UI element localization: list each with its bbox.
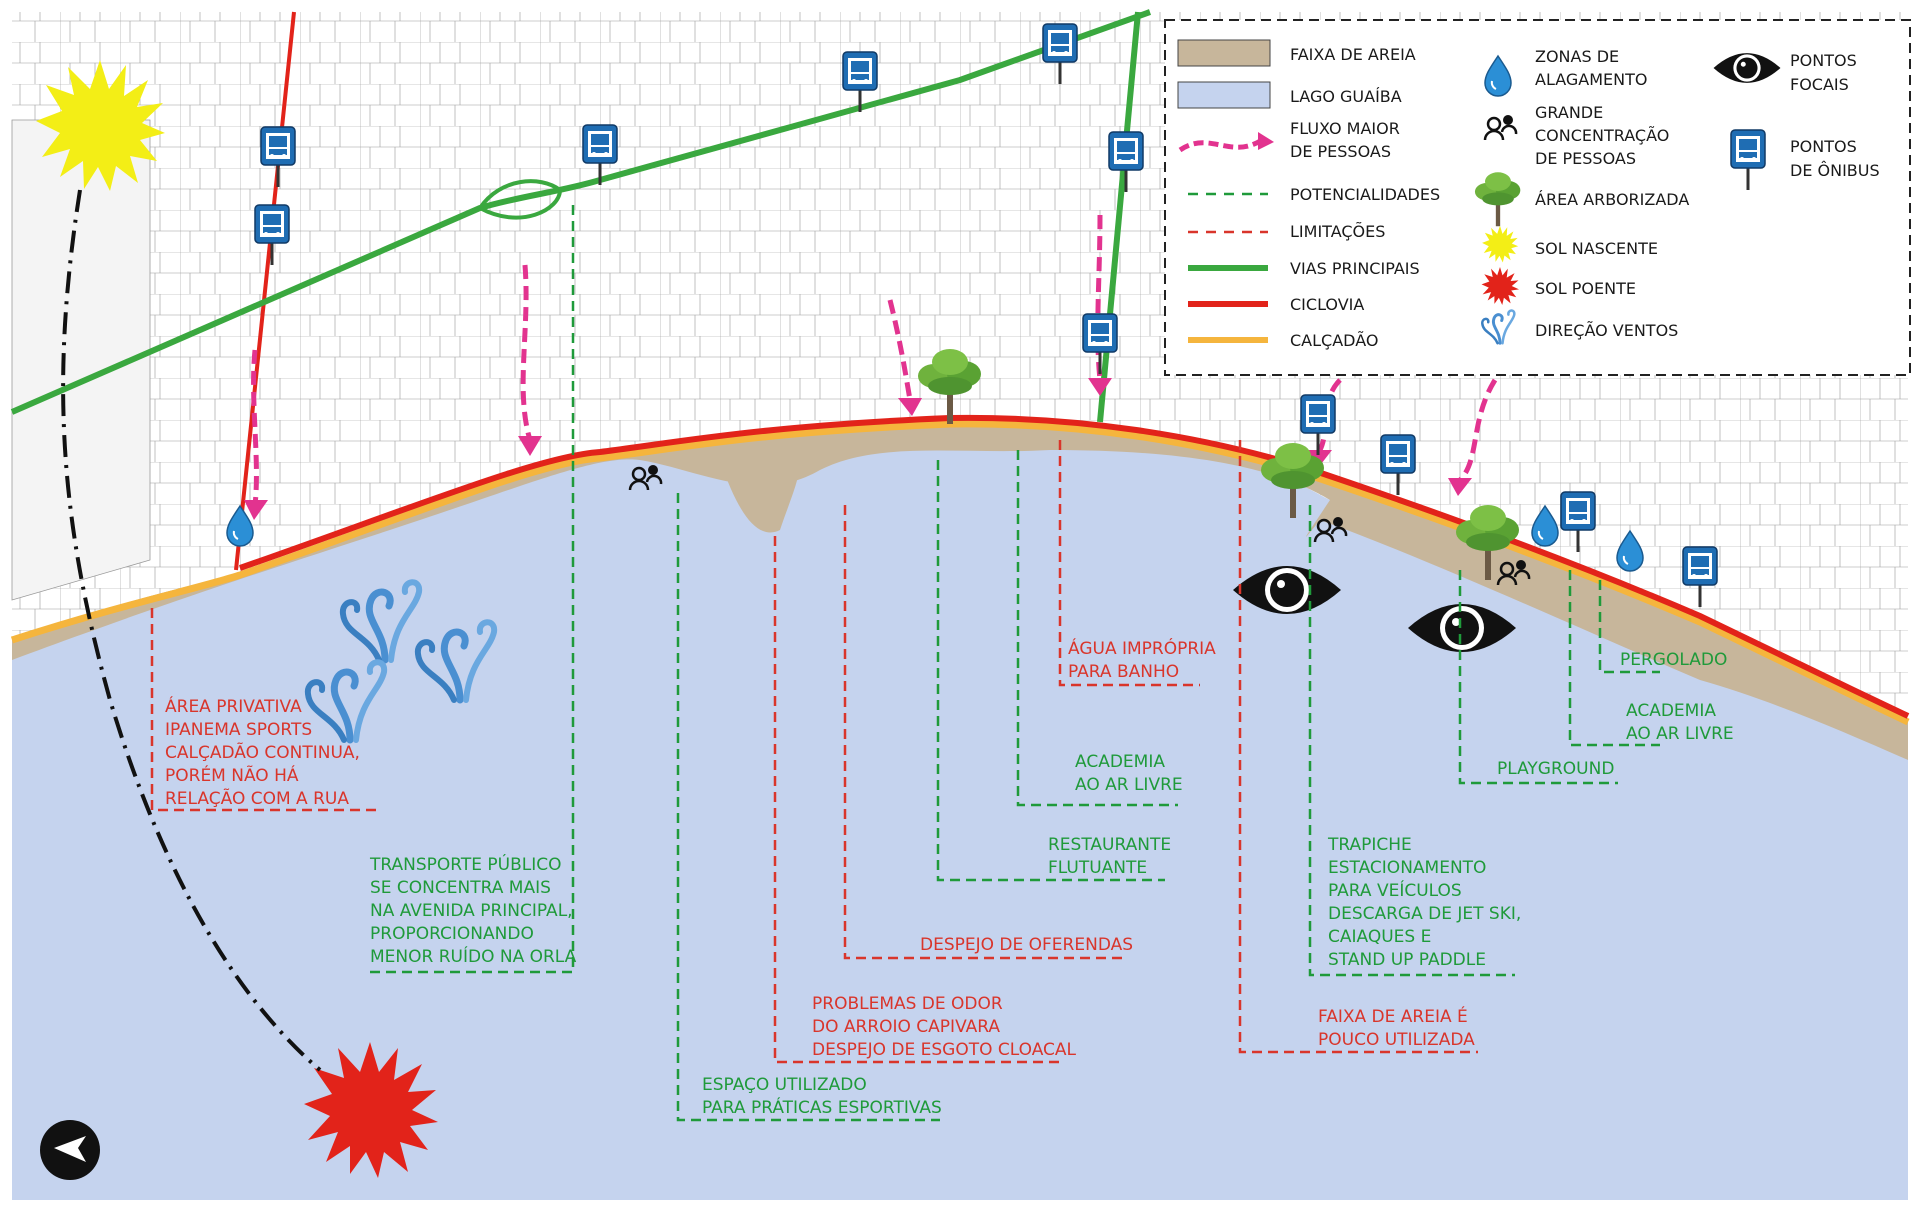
leader-gym-1 xyxy=(1016,450,1178,807)
legend-lake: LAGO GUAÍBA xyxy=(1290,87,1402,106)
legend-bike-path: CICLOVIA xyxy=(1290,295,1364,314)
leader-public-transport xyxy=(370,205,575,974)
leader-sports xyxy=(676,493,940,1122)
bike-path-line xyxy=(239,414,1910,719)
bike-path-street xyxy=(234,11,296,571)
annotation-private-area: ÁREA PRIVATIVA IPANEMA SPORTS CALÇADÃO C… xyxy=(165,695,365,809)
leader-pier xyxy=(1308,505,1515,977)
legend-wooded: ÁREA ARBORIZADA xyxy=(1535,190,1689,209)
annotation-unfit-water: ÁGUA IMPRÓPRIA PARA BANHO xyxy=(1068,637,1221,682)
leader-restaurant xyxy=(936,460,1165,882)
leader-unfit-water xyxy=(1058,440,1200,687)
legend-sand: FAIXA DE AREIA xyxy=(1290,45,1416,64)
legend-crowd: GRANDE CONCENTRAÇÃO DE PESSOAS xyxy=(1535,103,1674,168)
annotation-public-transport: TRANSPORTE PÚBLICO SE CONCENTRA MAIS NA … xyxy=(369,853,578,967)
people-flow-arrowheads xyxy=(244,378,1472,520)
legend-main-roads: VIAS PRINCIPAIS xyxy=(1290,259,1420,278)
annotation-odor: PROBLEMAS DE ODOR DO ARROIO CAPIVARA DES… xyxy=(812,994,1077,1060)
legend-promenade: CALÇADÃO xyxy=(1290,331,1378,350)
annotation-sports-space: ESPAÇO UTILIZADO PARA PRÁTICAS ESPORTIVA… xyxy=(702,1075,942,1118)
annotation-sand-unused: FAIXA DE AREIA É POUCO UTILIZADA xyxy=(1318,1005,1475,1050)
legend-flow: FLUXO MAIOR DE PESSOAS xyxy=(1290,119,1405,161)
annotation-playground: PLAYGROUND xyxy=(1497,759,1614,779)
legend-focal: PONTOS FOCAIS xyxy=(1790,51,1862,94)
legend: FAIXA DE AREIA LAGO GUAÍBA FLUXO MAIOR D… xyxy=(1164,19,1911,376)
setting-sun-icon xyxy=(304,1042,438,1178)
legend-flooding: ZONAS DE ALAGAMENTO xyxy=(1535,47,1647,89)
sun-path xyxy=(61,189,322,1072)
legend-limitation: LIMITAÇÕES xyxy=(1290,222,1385,241)
leader-pergola xyxy=(1598,580,1660,674)
legend-sunrise-icon xyxy=(1482,225,1519,263)
legend-sunset-icon xyxy=(1481,266,1520,306)
leader-sand-unused xyxy=(1238,440,1478,1054)
annotation-gym-1: ACADEMIA AO AR LIVRE xyxy=(1075,752,1183,795)
legend-potential: POTENCIALIDADES xyxy=(1290,185,1440,204)
annotation-pergola: PERGOLADO xyxy=(1620,650,1727,670)
rising-sun-icon xyxy=(36,60,165,191)
people-flow-arrows xyxy=(251,214,1498,506)
annotation-floating-restaurant: RESTAURANTE FLUTUANTE xyxy=(1048,835,1176,878)
legend-sunrise: SOL NASCENTE xyxy=(1535,239,1658,258)
leader-offerings xyxy=(843,505,1128,960)
main-road-vertical xyxy=(1097,11,1141,423)
annotation-gym-2: ACADEMIA AO AR LIVRE xyxy=(1626,701,1734,744)
leader-private-area xyxy=(150,608,380,812)
north-arrow-icon xyxy=(40,1120,100,1180)
annotation-pier: TRAPICHE ESTACIONAMENTO PARA VEÍCULOS DE… xyxy=(1327,835,1527,970)
leader-playground xyxy=(1458,570,1618,785)
legend-bus: PONTOS DE ÔNIBUS xyxy=(1790,137,1880,180)
legend-wind: DIREÇÃO VENTOS xyxy=(1535,321,1678,340)
annotation-offerings: DESPEJO DE OFERENDAS xyxy=(920,935,1133,955)
legend-sunset: SOL POENTE xyxy=(1535,279,1636,298)
sand-strip xyxy=(12,421,1908,760)
